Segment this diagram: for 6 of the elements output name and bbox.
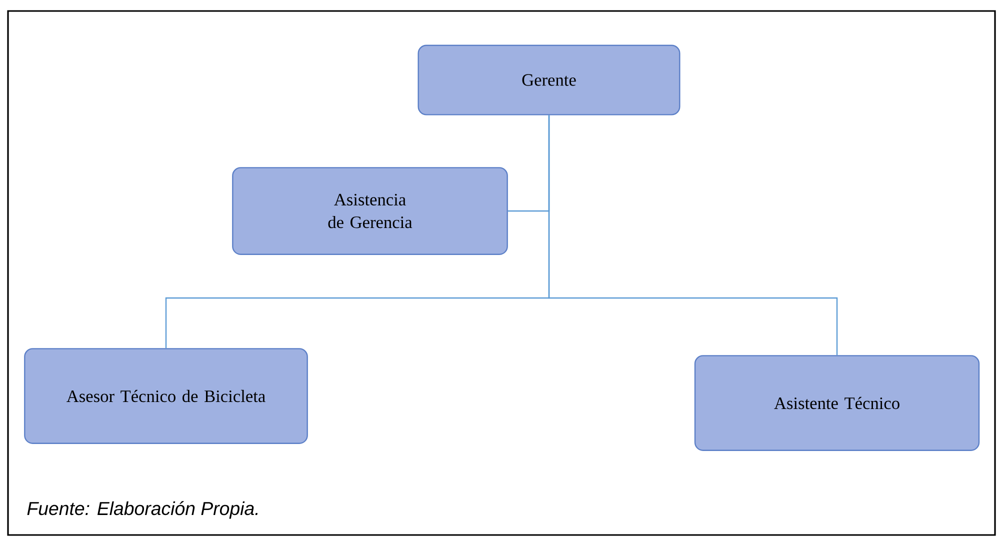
org-box: Asistente Técnico	[694, 355, 980, 451]
org-box: Asesor Técnico de Bicicleta	[24, 348, 308, 444]
org-box: Asistencia de Gerencia	[232, 167, 508, 255]
caption: Fuente: Elaboración Propia.	[27, 501, 258, 519]
org-box: Gerente	[418, 44, 680, 116]
connector-line	[548, 115, 838, 356]
